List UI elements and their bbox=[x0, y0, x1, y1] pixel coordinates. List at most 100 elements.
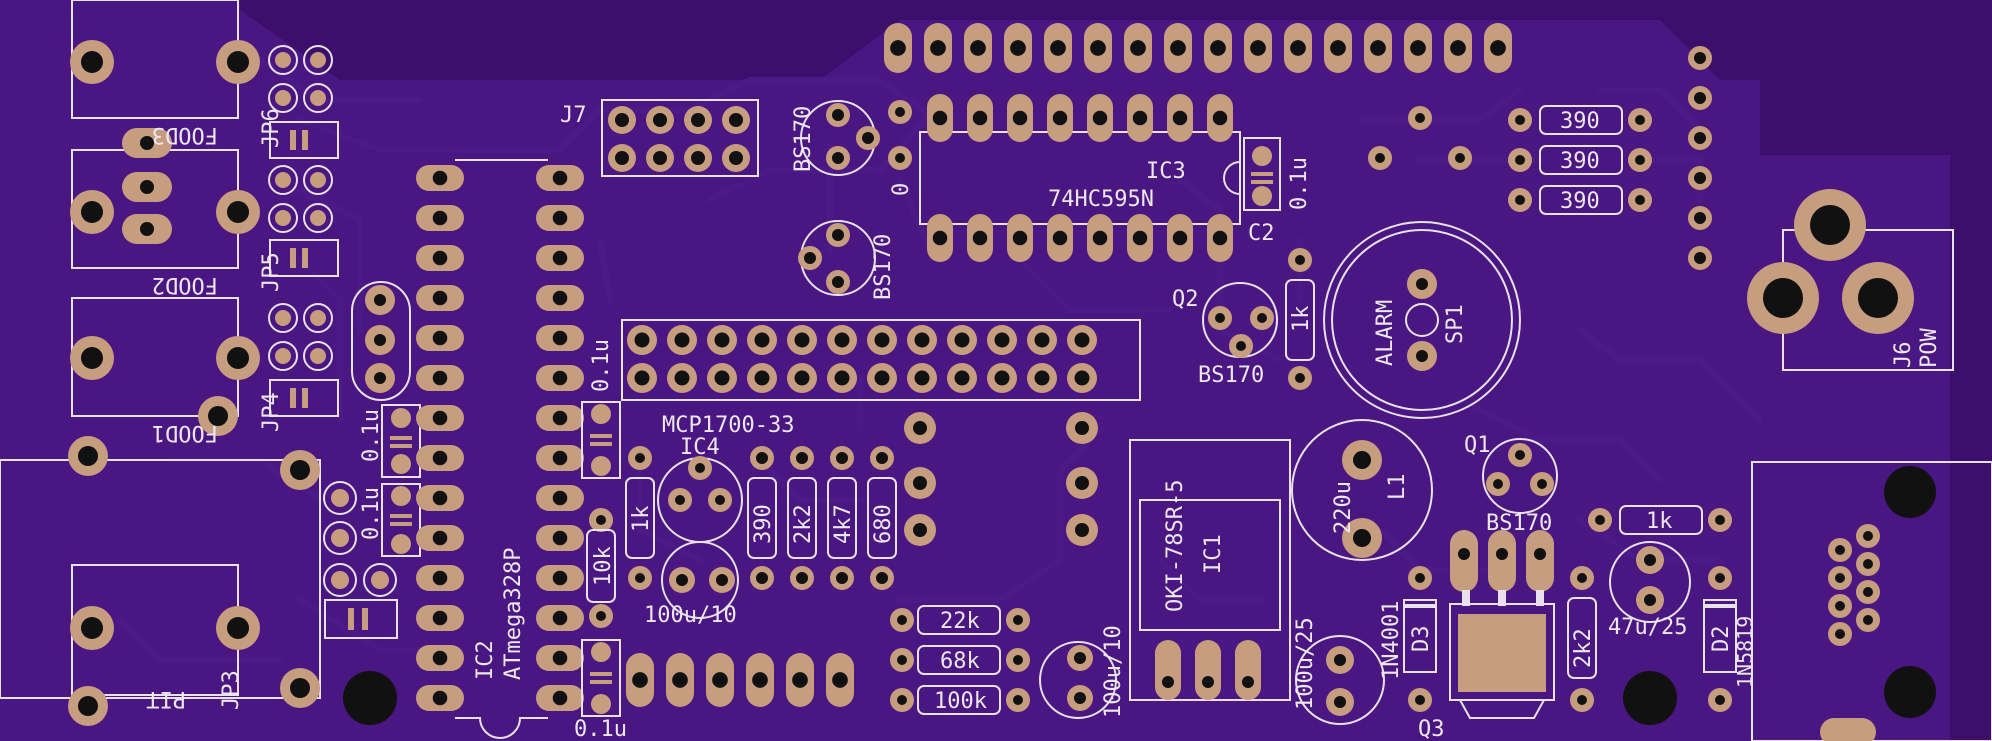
drill-hole bbox=[832, 672, 848, 688]
resistor-390-1 bbox=[1508, 105, 1652, 135]
crystal bbox=[351, 281, 411, 401]
drill-hole bbox=[432, 570, 448, 586]
resistor-10k bbox=[586, 508, 616, 628]
pad-pairs bbox=[904, 412, 1098, 546]
ic3-pins-top bbox=[927, 94, 1233, 142]
resistor-body bbox=[867, 477, 897, 559]
label-r2k2-1: 2k2 bbox=[791, 504, 816, 544]
drill-hole bbox=[1012, 230, 1028, 246]
drill-hole bbox=[552, 330, 568, 346]
top-connector-pads bbox=[884, 23, 1512, 73]
label-sp1: SP1 bbox=[1443, 304, 1468, 344]
cap-100u10-b bbox=[1039, 641, 1117, 719]
drill-hole bbox=[1050, 40, 1066, 56]
drill-hole bbox=[432, 650, 448, 666]
label-bs170-a: BS170 bbox=[791, 106, 816, 172]
drill-hole bbox=[1132, 230, 1148, 246]
label-c-01u-c: 0.1u bbox=[359, 487, 384, 540]
drill-hole bbox=[552, 530, 568, 546]
label-pit: PIT bbox=[146, 686, 186, 711]
label-ic1-part: OKI-78SR-5 bbox=[1163, 480, 1188, 612]
sp1-alarm-buzzer bbox=[1323, 221, 1521, 419]
drill-hole bbox=[634, 332, 650, 348]
drill-hole bbox=[1694, 92, 1706, 104]
drill-hole bbox=[615, 113, 629, 127]
cap-crystal-1 bbox=[381, 404, 421, 478]
label-food3: FOOD3 bbox=[152, 122, 218, 147]
drill-hole bbox=[1010, 40, 1026, 56]
drill-hole bbox=[432, 170, 448, 186]
bs170-transistor-a bbox=[800, 100, 880, 176]
drill-hole bbox=[1170, 40, 1186, 56]
right-column-pads bbox=[1688, 46, 1712, 270]
q3-regulator bbox=[1449, 530, 1555, 719]
drill-hole bbox=[691, 113, 705, 127]
drill-hole bbox=[712, 672, 728, 688]
label-r4k7: 4k7 bbox=[831, 504, 856, 544]
drill-hole bbox=[994, 370, 1010, 386]
drill-hole bbox=[432, 370, 448, 386]
label-r100k: 100k bbox=[934, 689, 987, 714]
drill-hole bbox=[1090, 40, 1106, 56]
drill-hole bbox=[1330, 40, 1346, 56]
drill-hole bbox=[1172, 230, 1188, 246]
j7-header bbox=[601, 99, 759, 177]
drill-hole bbox=[794, 332, 810, 348]
drill-hole bbox=[432, 210, 448, 226]
drill-hole bbox=[796, 452, 808, 464]
drill-hole bbox=[876, 452, 888, 464]
drill-hole bbox=[1212, 110, 1228, 126]
label-ic4-part: MCP1700-33 bbox=[662, 413, 794, 438]
zero-ohm-link bbox=[888, 100, 912, 170]
label-r1k-ic4: 1k bbox=[629, 506, 654, 533]
label-r390-4: 390 bbox=[751, 504, 776, 544]
label-d2-part: 1N5819 bbox=[1733, 616, 1757, 688]
label-c-01u-d: 0.1u bbox=[574, 717, 627, 741]
drill-hole bbox=[714, 332, 730, 348]
drill-hole bbox=[1052, 110, 1068, 126]
c2-capacitor bbox=[1243, 137, 1281, 211]
label-l1: L1 bbox=[1385, 474, 1410, 501]
drill-hole bbox=[752, 672, 768, 688]
label-r390-3: 390 bbox=[1560, 189, 1600, 214]
drill-hole bbox=[653, 113, 667, 127]
drill-hole bbox=[1694, 132, 1706, 144]
misc-pads bbox=[1368, 106, 1472, 170]
label-c-01u-b: 0.1u bbox=[359, 409, 384, 462]
label-ic1: IC1 bbox=[1201, 534, 1226, 574]
resistor-390-3 bbox=[1508, 185, 1652, 215]
ic3-74hc595n bbox=[919, 131, 1241, 225]
drill-hole bbox=[1092, 110, 1108, 126]
label-jp5: JP5 bbox=[259, 252, 284, 292]
resistor-body bbox=[747, 477, 777, 559]
pit-connector bbox=[0, 436, 321, 726]
drill-hole bbox=[432, 290, 448, 306]
label-ic3-part: 74HC595N bbox=[1048, 187, 1154, 212]
ic2-pins-left bbox=[416, 165, 464, 711]
drill-hole bbox=[552, 370, 568, 386]
drill-hole bbox=[1012, 110, 1028, 126]
resistor-1k-ic4 bbox=[625, 446, 655, 590]
label-j6: J6 bbox=[1891, 342, 1916, 369]
jp4-jumper bbox=[268, 303, 339, 417]
resistor-body bbox=[827, 477, 857, 559]
drill-hole bbox=[1172, 110, 1188, 126]
drill-hole bbox=[874, 332, 890, 348]
cap-ic2-bottom bbox=[581, 639, 621, 717]
drill-hole bbox=[1694, 52, 1706, 64]
drill-hole bbox=[1074, 370, 1090, 386]
drill-hole bbox=[754, 370, 770, 386]
drill-hole bbox=[834, 332, 850, 348]
q2-transistor bbox=[1202, 282, 1278, 358]
drill-hole bbox=[1210, 40, 1226, 56]
drill-hole bbox=[1694, 212, 1706, 224]
label-r680: 680 bbox=[871, 504, 896, 544]
drill-hole bbox=[432, 450, 448, 466]
cap-ic2-top bbox=[581, 401, 621, 479]
food1-connector bbox=[70, 297, 260, 417]
drill-hole bbox=[1290, 40, 1306, 56]
label-r68k: 68k bbox=[940, 649, 980, 674]
drill-hole bbox=[914, 370, 930, 386]
cap-100u10-a bbox=[661, 541, 739, 619]
bottom-pads bbox=[626, 653, 854, 707]
